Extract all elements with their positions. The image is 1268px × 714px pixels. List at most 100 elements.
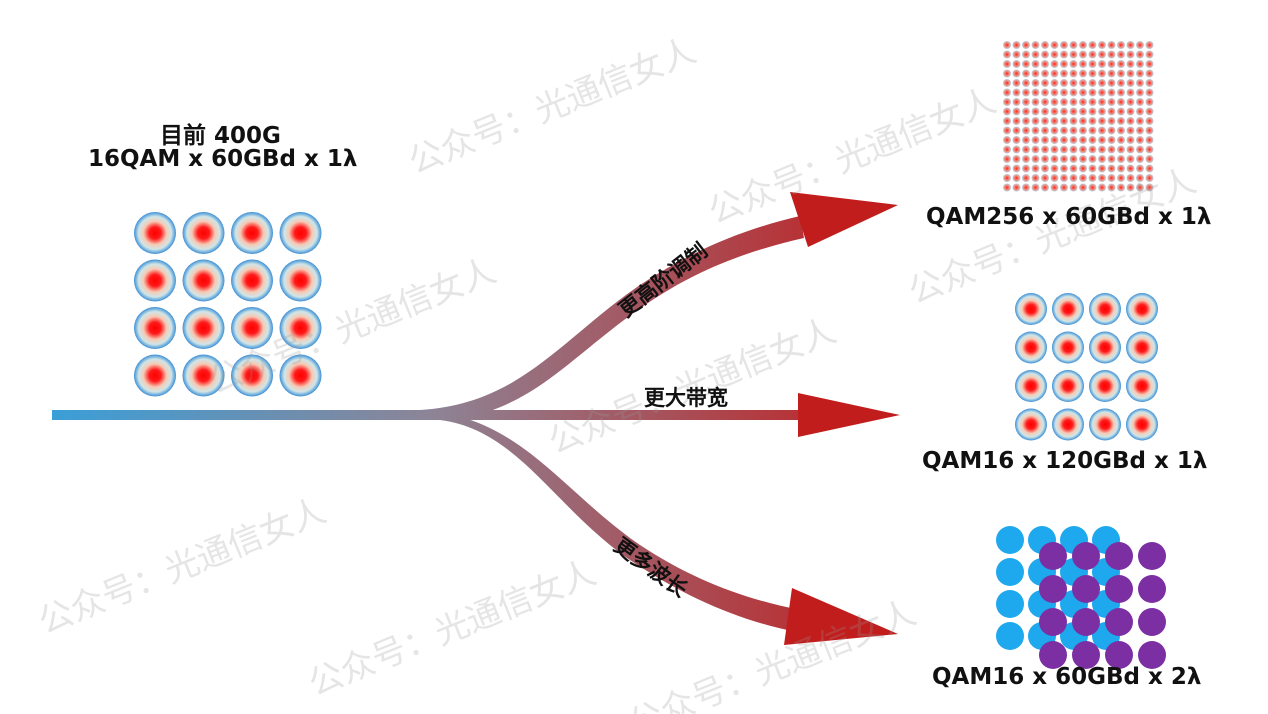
constellation-point [1069, 117, 1078, 125]
constellation-point [1136, 98, 1144, 106]
lambda2-point [1138, 542, 1166, 570]
lambda1-point [996, 590, 1024, 618]
constellation-point [1088, 98, 1097, 106]
constellation-point [1003, 79, 1011, 87]
constellation-point [1031, 183, 1040, 192]
constellation-point [1069, 183, 1078, 192]
constellation-point [1145, 107, 1154, 116]
constellation-point [1117, 174, 1125, 182]
constellation-point [1022, 145, 1030, 154]
constellation-point [1012, 50, 1021, 59]
constellation-point [1031, 117, 1040, 125]
constellation-point [1107, 136, 1116, 144]
constellation-point [1126, 41, 1135, 49]
constellation-point [1003, 69, 1011, 78]
constellation-point [1145, 88, 1154, 97]
constellation-point [1088, 79, 1097, 87]
lambda2-point [1039, 575, 1067, 603]
constellation-point [1060, 164, 1068, 173]
constellation-point [1003, 50, 1011, 59]
constellation-point [1041, 69, 1049, 78]
constellation-point [1145, 145, 1154, 154]
arrowhead-down [784, 588, 898, 645]
constellation-point [1079, 117, 1087, 125]
constellation-point [1012, 126, 1021, 135]
constellation-point [1107, 88, 1116, 97]
constellation-point [1031, 145, 1040, 154]
constellation-point [1041, 126, 1049, 135]
constellation-point [1088, 41, 1097, 49]
constellation-point [1060, 183, 1068, 192]
constellation-point [1098, 183, 1106, 192]
constellation-point [1088, 183, 1097, 192]
constellation-point [1041, 174, 1049, 182]
constellation-point [182, 259, 225, 302]
constellation-point [1126, 107, 1135, 116]
constellation-point [1098, 88, 1106, 97]
constellation-point [182, 307, 225, 349]
constellation-point [1098, 98, 1106, 106]
constellation-point [1098, 50, 1106, 59]
lambda1-point [996, 526, 1024, 554]
lambda2-point [1138, 575, 1166, 603]
constellation-point [1136, 155, 1144, 163]
constellation-point [1079, 50, 1087, 59]
constellation-point [279, 259, 322, 302]
constellation-point [1079, 164, 1087, 173]
constellation-point [1136, 136, 1144, 144]
constellation-point [1050, 183, 1059, 192]
constellation-point [1041, 60, 1049, 68]
constellation-point [1031, 136, 1040, 144]
constellation-point [1060, 145, 1068, 154]
constellation-point [1136, 41, 1144, 49]
constellation-point [1012, 98, 1021, 106]
constellation-point [1069, 136, 1078, 144]
constellation-point [1003, 126, 1011, 135]
constellation-point [1117, 79, 1125, 87]
constellation-point [1126, 164, 1135, 173]
constellation-point [1012, 164, 1021, 173]
constellation-point [1098, 164, 1106, 173]
constellation-point [231, 307, 273, 349]
constellation-point [1117, 136, 1125, 144]
constellation-point [1126, 145, 1135, 154]
lambda2-point [1138, 641, 1166, 669]
constellation-point [1003, 174, 1011, 182]
constellation-point [1117, 88, 1125, 97]
constellation-point [1022, 126, 1030, 135]
result-label-qam16-120: QAM16 x 120GBd x 1λ [922, 448, 1208, 474]
constellation-point [1060, 117, 1068, 125]
constellation-point [1015, 370, 1047, 402]
constellation-point [1117, 60, 1125, 68]
constellation-point [1041, 88, 1049, 97]
source-title-line2: 16QAM x 60GBd x 1λ [88, 146, 358, 172]
constellation-point [1060, 155, 1068, 163]
constellation-point [1041, 136, 1049, 144]
lambda2-point [1105, 641, 1133, 669]
constellation-point [1050, 136, 1059, 144]
constellation-point [1003, 136, 1011, 144]
constellation-point [1098, 174, 1106, 182]
constellation-point [1098, 155, 1106, 163]
constellation-point [1041, 107, 1049, 116]
constellation-point [1060, 41, 1068, 49]
constellation-point [1126, 60, 1135, 68]
constellation-point [1136, 88, 1144, 97]
constellation-point [1136, 50, 1144, 59]
constellation-point [1117, 69, 1125, 78]
constellation-point [1050, 88, 1059, 97]
arrowhead-middle [798, 393, 900, 437]
lambda2-point [1105, 575, 1133, 603]
constellation-point [1145, 174, 1154, 182]
constellation-point [1126, 183, 1135, 192]
constellation-point [1126, 408, 1158, 441]
constellation-point [1022, 79, 1030, 87]
constellation-point [1022, 50, 1030, 59]
constellation-point [1088, 88, 1097, 97]
constellation-point [1015, 408, 1047, 441]
constellation-point [1107, 69, 1116, 78]
constellation-point [1041, 117, 1049, 125]
constellation-point [1107, 164, 1116, 173]
constellation-point [1012, 183, 1021, 192]
constellation-point [1003, 145, 1011, 154]
